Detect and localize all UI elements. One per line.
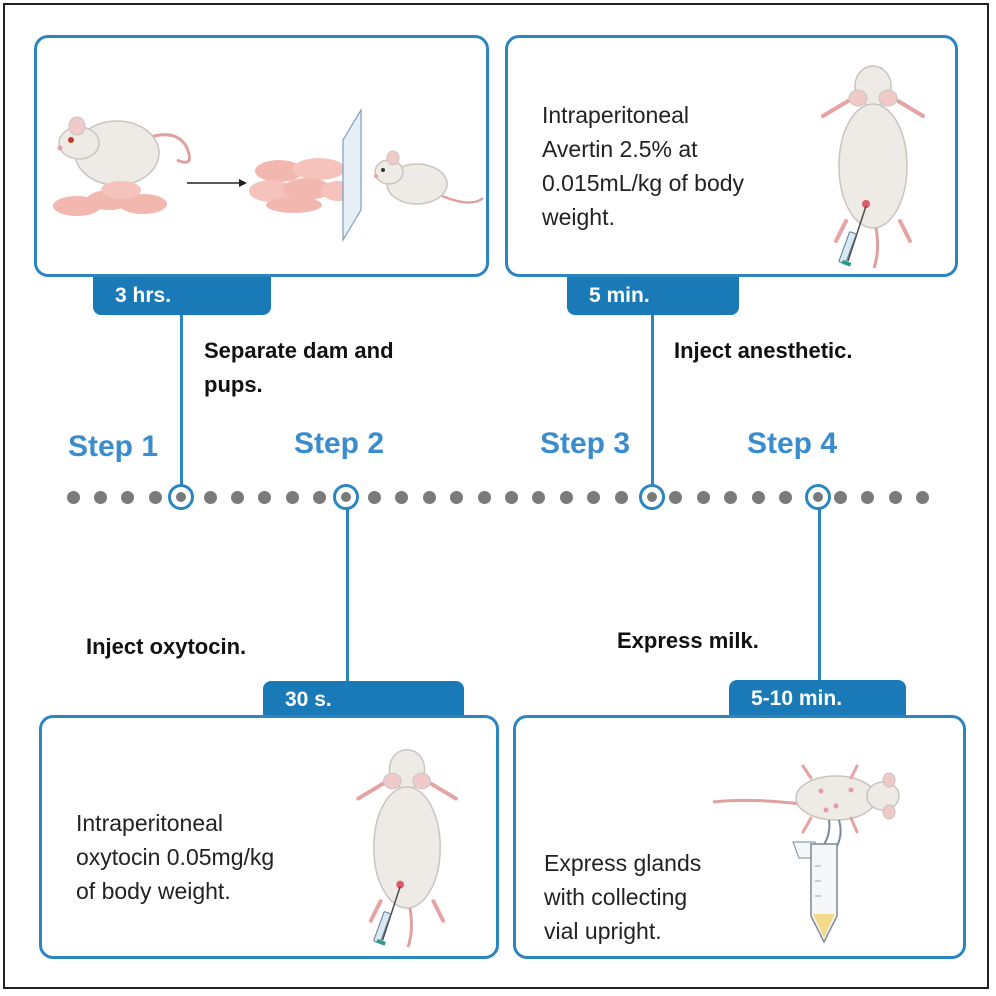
- step-2-timeline-node: [333, 484, 359, 510]
- timeline-dot: [833, 490, 847, 504]
- step-1-timeline-node: [168, 484, 194, 510]
- timeline-dot: [230, 490, 244, 504]
- timeline-dot: [203, 490, 217, 504]
- timeline-dot: [778, 490, 792, 504]
- timeline-dot: [66, 490, 80, 504]
- step-2-duration-tab: 30 s.: [263, 681, 464, 718]
- step-2-connector: [346, 508, 349, 682]
- timeline-dot: [696, 490, 710, 504]
- timeline-dot: [395, 490, 409, 504]
- step-1-duration-tab: 3 hrs.: [93, 277, 271, 315]
- step-4-caption: Express milk.: [617, 628, 759, 653]
- step-3-duration-tab: 5 min.: [567, 277, 739, 315]
- step-2-duration: 30 s.: [285, 687, 332, 711]
- step-2-card: Intraperitoneal oxytocin 0.05mg/kg of bo…: [39, 715, 499, 959]
- timeline-dot: [669, 490, 683, 504]
- mouse-injection-illustration: [821, 65, 925, 269]
- timeline-dot: [121, 490, 135, 504]
- arrow-icon: [187, 179, 247, 187]
- step-3-connector: [651, 315, 654, 485]
- step-3-description: Intraperitoneal Avertin 2.5% at 0.015mL/…: [542, 102, 745, 230]
- mouse-injection-illustration: [356, 749, 458, 948]
- step-1-label: Step 1: [68, 430, 159, 463]
- timeline-dot: [258, 490, 272, 504]
- timeline-dot: [504, 490, 518, 504]
- step-3-timeline-node: [639, 484, 665, 510]
- step-3-label: Step 3: [540, 427, 631, 460]
- timeline-dot: [148, 490, 162, 504]
- step-1-connector: [180, 315, 183, 485]
- timeline-dot: [450, 490, 464, 504]
- timeline-dot: [587, 490, 601, 504]
- step-3-card: Intraperitoneal Avertin 2.5% at 0.015mL/…: [505, 35, 958, 277]
- step-2-caption: Inject oxytocin.: [86, 634, 247, 659]
- timeline-dot: [888, 490, 902, 504]
- step-4-duration: 5-10 min.: [751, 686, 843, 710]
- timeline-dot: [367, 490, 381, 504]
- step-3-caption: Inject anesthetic.: [674, 338, 853, 363]
- timeline-dot: [614, 490, 628, 504]
- timeline-dot: [93, 490, 107, 504]
- step-2-description: Intraperitoneal oxytocin 0.05mg/kg of bo…: [76, 810, 275, 904]
- pups-pile-illustration: [249, 158, 357, 213]
- timeline-dot: [532, 490, 546, 504]
- timeline-dot: [861, 490, 875, 504]
- timeline-dot: [477, 490, 491, 504]
- separated-mouse-illustration: [374, 150, 484, 205]
- step-2-label: Step 2: [294, 427, 385, 460]
- timeline-dot: [559, 490, 573, 504]
- step-1-card: [34, 35, 489, 277]
- timeline-dot: [313, 490, 327, 504]
- timeline-dot: [422, 490, 436, 504]
- timeline-dot: [724, 490, 738, 504]
- step-4-description: Express glands with collecting vial upri…: [544, 850, 702, 944]
- milk-expression-illustration: [712, 764, 900, 944]
- dam-mouse-illustration: [53, 116, 191, 216]
- step-3-duration: 5 min.: [589, 284, 650, 307]
- figure-frame: [3, 3, 989, 989]
- step-4-label: Step 4: [747, 427, 838, 460]
- step-4-duration-tab: 5-10 min.: [729, 680, 906, 717]
- step-4-timeline-node: [805, 484, 831, 510]
- timeline-dot: [751, 490, 765, 504]
- timeline-dot: [915, 490, 929, 504]
- step-4-card: Express glands with collecting vial upri…: [513, 715, 966, 959]
- timeline-dot: [285, 490, 299, 504]
- step-4-connector: [818, 508, 821, 682]
- step-1-caption: Separate dam and pups.: [204, 338, 394, 397]
- step-1-duration: 3 hrs.: [115, 284, 172, 307]
- divider-panel-illustration: [342, 107, 362, 243]
